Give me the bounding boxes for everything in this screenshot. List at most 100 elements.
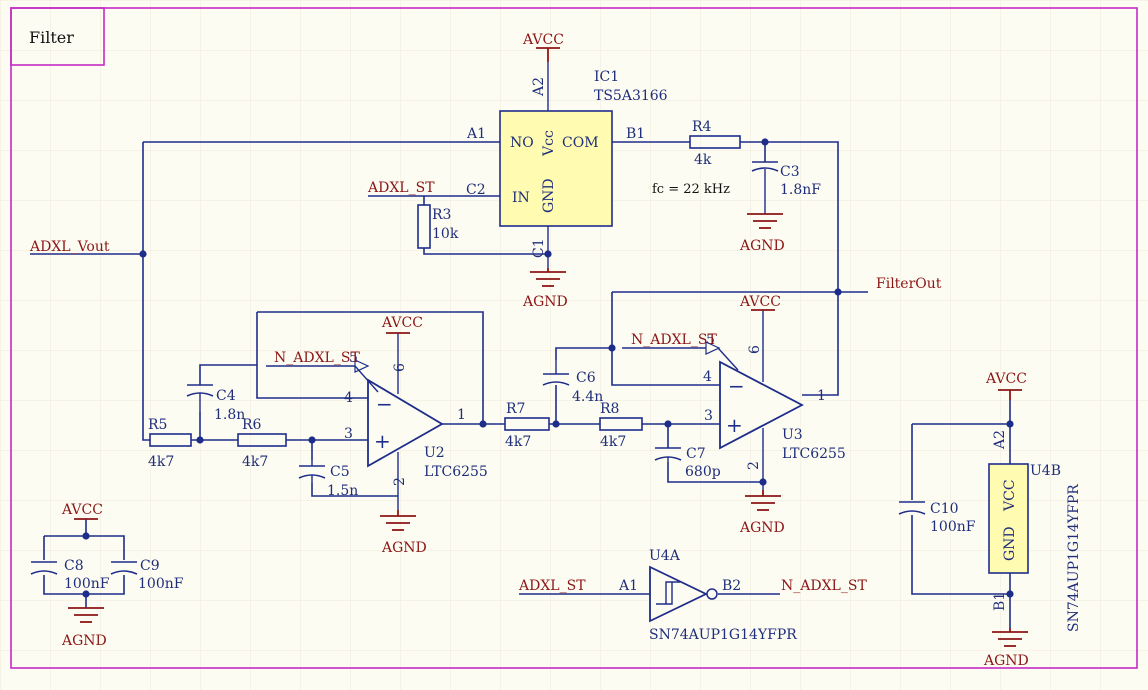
- ic1-pin-vcc: Vcc: [541, 130, 557, 157]
- sheet-frame: [10, 7, 1138, 669]
- ic1-pin-gnd: GND: [541, 178, 557, 213]
- svg-text:LTC6255: LTC6255: [424, 464, 488, 480]
- svg-text:2: 2: [746, 461, 762, 470]
- capacitor-c6[interactable]: C6 4.4n: [542, 360, 603, 405]
- svg-text:AGND: AGND: [983, 653, 1029, 669]
- sheet-title-box: [10, 7, 105, 66]
- resistor-r7[interactable]: R7 4k7: [504, 401, 550, 450]
- svg-text:B1: B1: [992, 592, 1008, 611]
- svg-text:GND: GND: [1002, 526, 1018, 561]
- net-n-adxl-st-u2: N_ADXL_ST: [274, 350, 360, 366]
- ic1-pin-a2: A2: [531, 77, 547, 97]
- u2-avcc-symbol: AVCC: [381, 315, 423, 334]
- net-adxl-st-u4a: ADXL_ST: [518, 578, 586, 594]
- svg-text:680p: 680p: [685, 464, 721, 480]
- svg-text:−: −: [728, 374, 745, 398]
- svg-text:C3: C3: [780, 164, 800, 180]
- svg-text:4.4n: 4.4n: [572, 389, 603, 405]
- svg-text:4k7: 4k7: [242, 454, 268, 470]
- c8-c9-agnd-symbol: AGND: [61, 607, 107, 649]
- capacitor-c10[interactable]: C10 100nF: [898, 501, 976, 535]
- svg-text:+: +: [726, 413, 743, 437]
- svg-text:AVCC: AVCC: [522, 32, 564, 48]
- svg-text:AVCC: AVCC: [739, 294, 781, 310]
- ic1-pin-b1: B1: [626, 126, 645, 142]
- cutoff-annotation: fc = 22 kHz: [652, 182, 730, 197]
- opamp-u2[interactable]: − + 4 3 1 6 2 U2 LTC6255 5: [344, 333, 488, 510]
- svg-text:U3: U3: [782, 427, 803, 443]
- svg-text:R7: R7: [506, 401, 525, 417]
- svg-text:4k7: 4k7: [505, 434, 531, 450]
- resistor-r3[interactable]: R3 10k: [417, 204, 459, 249]
- svg-text:1.8nF: 1.8nF: [780, 182, 821, 198]
- ic1-pin-a1: A1: [466, 126, 486, 142]
- ic1-part: TS5A3166: [594, 88, 668, 104]
- ic1-switch[interactable]: NO COM IN Vcc GND A2 C1 A1 B1 C2 IC1 TS5…: [466, 62, 668, 268]
- resistor-r8[interactable]: R8 4k7: [599, 401, 643, 450]
- net-filter-out: FilterOut: [876, 276, 942, 292]
- svg-text:C6: C6: [576, 370, 596, 386]
- ic1-pin-c2: C2: [466, 182, 486, 198]
- svg-text:LTC6255: LTC6255: [782, 446, 846, 462]
- capacitor-c9[interactable]: C9 100nF: [110, 558, 184, 592]
- ic1-agnd-symbol: AGND: [522, 268, 568, 310]
- svg-text:SN74AUP1G14YFPR: SN74AUP1G14YFPR: [649, 627, 797, 643]
- svg-text:AGND: AGND: [739, 238, 785, 254]
- svg-text:C10: C10: [930, 501, 959, 517]
- buffer-u4b[interactable]: VCC GND A2 B1 U4B SN74AUP1G14YFPR: [988, 430, 1082, 632]
- ic1-designator: IC1: [594, 69, 619, 85]
- inverter-u4a[interactable]: A1 B2 U4A SN74AUP1G14YFPR: [618, 548, 797, 643]
- resistor-r5[interactable]: R5 4k7: [148, 417, 192, 470]
- svg-text:R5: R5: [148, 417, 167, 433]
- resistor-r4[interactable]: R4 4k: [689, 119, 741, 168]
- svg-text:R3: R3: [432, 207, 451, 223]
- svg-text:+: +: [374, 429, 391, 453]
- svg-text:3: 3: [704, 408, 713, 424]
- svg-text:1: 1: [817, 388, 826, 404]
- capacitor-c8[interactable]: C8 100nF: [30, 558, 110, 592]
- svg-text:A2: A2: [992, 430, 1008, 450]
- resistor-r6[interactable]: R6 4k7: [237, 417, 287, 470]
- svg-text:C4: C4: [216, 388, 236, 404]
- svg-text:U4A: U4A: [649, 548, 681, 564]
- svg-text:4: 4: [344, 390, 353, 406]
- opamp-u3[interactable]: − + 4 3 1 6 2 U3 LTC6255 5: [703, 310, 846, 490]
- svg-text:VCC: VCC: [1002, 479, 1018, 512]
- capacitor-c4[interactable]: C4 1.8n: [186, 384, 245, 423]
- svg-text:AGND: AGND: [739, 520, 785, 536]
- svg-text:A1: A1: [618, 578, 638, 594]
- svg-text:AVCC: AVCC: [381, 315, 423, 331]
- svg-text:1.8n: 1.8n: [214, 407, 245, 423]
- svg-text:10k: 10k: [432, 226, 459, 242]
- net-n-adxl-st-u4a: N_ADXL_ST: [781, 578, 867, 594]
- svg-text:4k: 4k: [694, 152, 712, 168]
- u4b-avcc-symbol: AVCC: [985, 371, 1027, 400]
- svg-text:R8: R8: [600, 401, 619, 417]
- ic1-pin-no: NO: [510, 135, 534, 151]
- svg-text:2: 2: [392, 477, 408, 486]
- c8-c9-avcc-symbol: AVCC: [61, 502, 103, 520]
- svg-text:5: 5: [349, 350, 358, 366]
- capacitor-c7[interactable]: C7 680p: [654, 446, 721, 480]
- svg-text:AVCC: AVCC: [61, 502, 103, 518]
- svg-text:AGND: AGND: [61, 633, 107, 649]
- svg-text:B2: B2: [722, 578, 741, 594]
- net-adxl-vout: ADXL_Vout: [29, 239, 110, 255]
- svg-text:100nF: 100nF: [138, 576, 184, 592]
- svg-text:AGND: AGND: [381, 540, 427, 556]
- u2-agnd-symbol: AGND: [380, 510, 427, 556]
- svg-text:R6: R6: [242, 417, 262, 433]
- svg-text:C7: C7: [686, 446, 706, 462]
- capacitor-c3[interactable]: C3 1.8nF: [751, 161, 821, 214]
- junctions: [82, 138, 1014, 598]
- ic1-avcc-symbol: AVCC: [522, 32, 564, 62]
- u3-agnd-symbol: AGND: [739, 490, 785, 536]
- capacitor-c5[interactable]: C5 1.5n: [298, 460, 358, 499]
- ic1-pin-in: IN: [512, 190, 530, 206]
- svg-text:6: 6: [392, 363, 408, 372]
- svg-text:4k7: 4k7: [600, 434, 626, 450]
- sheet-title: Filter: [29, 28, 74, 47]
- svg-text:100nF: 100nF: [64, 576, 110, 592]
- svg-text:5: 5: [706, 332, 715, 348]
